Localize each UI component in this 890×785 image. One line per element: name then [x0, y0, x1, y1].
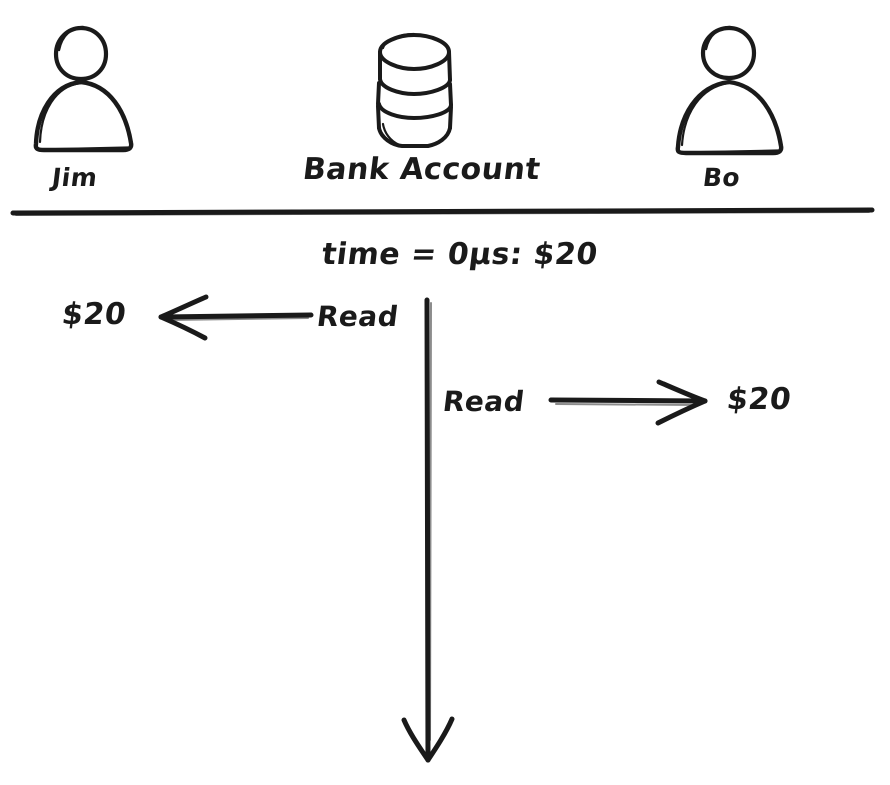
timeline-axis	[401, 297, 455, 763]
jim-read-operation-label: Read	[314, 300, 401, 333]
bo-read-result-amount: $20	[724, 382, 794, 417]
person-icon-jim	[33, 25, 134, 153]
actor-label-bo: Bo	[701, 163, 743, 192]
timeline-time-label: time = 0μs: $20	[319, 237, 600, 272]
jim-read-result-amount: $20	[59, 297, 129, 332]
arrow-right-icon-bo-read	[548, 379, 708, 426]
person-icon-bo	[675, 25, 784, 156]
database-cylinder-icon	[376, 32, 453, 148]
actor-label-bank-account: Bank Account	[300, 152, 543, 187]
bo-read-operation-label: Read	[440, 385, 527, 418]
arrow-left-icon-jim-read	[158, 294, 314, 341]
actor-label-jim: Jim	[50, 163, 100, 192]
header-divider	[10, 207, 875, 216]
